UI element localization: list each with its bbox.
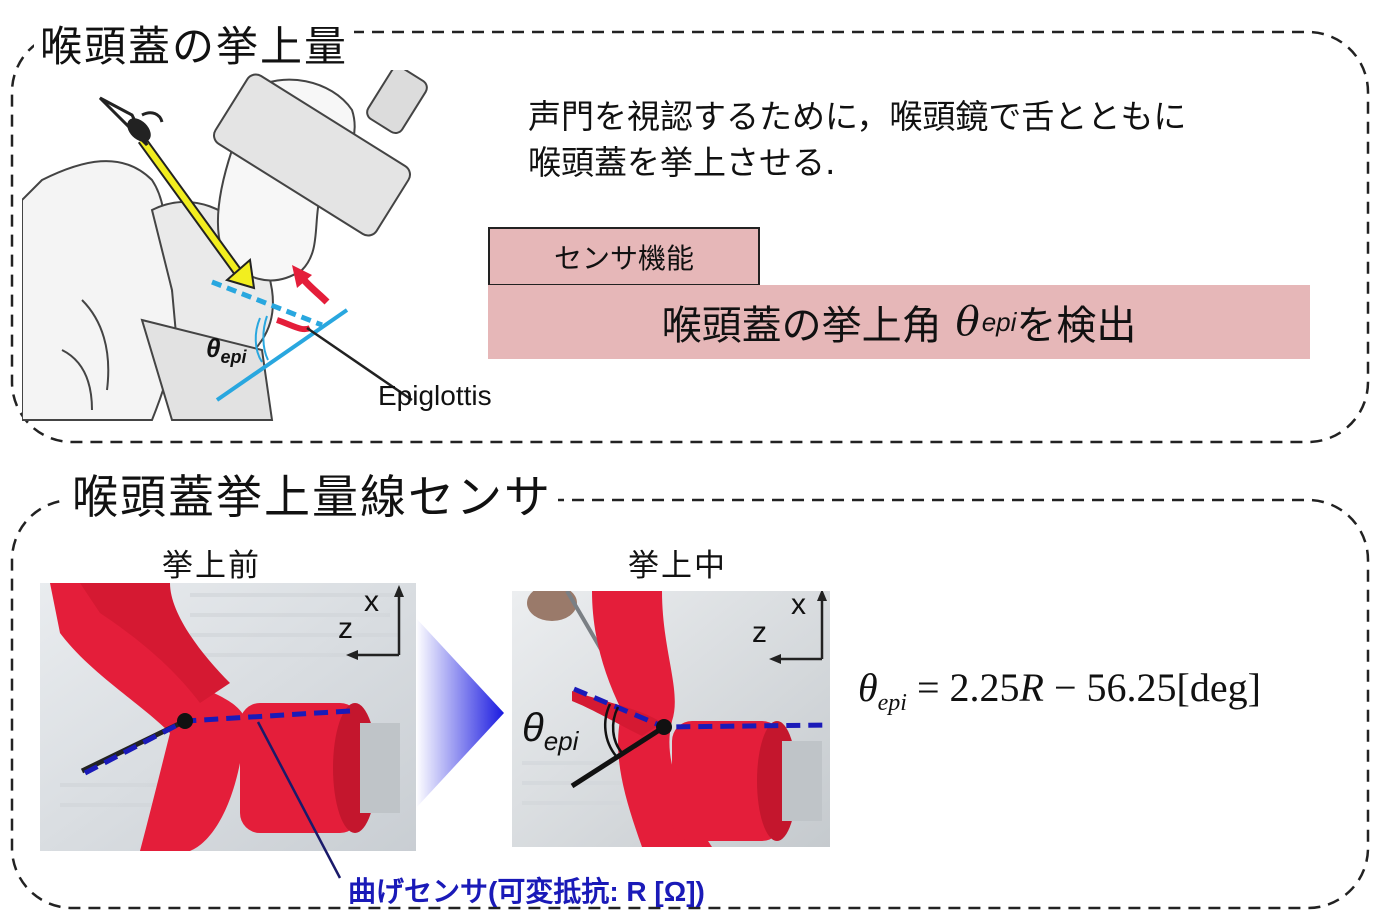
during-lift-photo (512, 591, 830, 847)
theta-symbol: θ (955, 299, 980, 345)
theta-subscript: epi (981, 306, 1017, 337)
before-axis-x: x (364, 585, 379, 618)
transition-arrow (416, 618, 504, 808)
bottom-panel-title: 喉頭蓋挙上量線センサ (66, 470, 558, 526)
before-caption: 挙上前 (162, 548, 261, 584)
epiglottis-label: Epiglottis (378, 380, 492, 411)
sensor-function-text: 喉頭蓋の挙上角 (661, 303, 942, 349)
before-axis-z: z (338, 612, 353, 645)
epiglottis-pointer (306, 326, 413, 402)
during-axis-z: z (752, 616, 767, 649)
epiglottis-reference-line (211, 279, 323, 328)
theta-epi-label-top: θepi (206, 333, 247, 368)
bend-sensor-label: 曲げセンサ(可変抵抗: R [Ω]) (348, 876, 705, 907)
epiglottis-axis-line (215, 308, 349, 402)
laryngoscope-illustration (22, 70, 428, 421)
top-panel-title: 喉頭蓋の挙上量 (34, 22, 355, 73)
sensor-function-label: センサ機能 (488, 227, 760, 286)
theta-epi-label-bottom: θepi (522, 706, 579, 756)
sensor-function-suffix: を検出 (1016, 303, 1137, 349)
during-axis-x: x (791, 588, 806, 621)
before-lift-photo (40, 583, 416, 851)
eye-icon (98, 96, 164, 147)
description-line-1: 声門を視認するために，喉頭鏡で舌とともに (528, 97, 1187, 136)
during-caption: 挙上中 (628, 548, 727, 584)
description-line-2: 喉頭蓋を挙上させる. (528, 143, 836, 182)
sightline-arrow (139, 138, 243, 277)
calibration-formula: θepi = 2.25R − 56.25[deg] (858, 665, 1261, 716)
